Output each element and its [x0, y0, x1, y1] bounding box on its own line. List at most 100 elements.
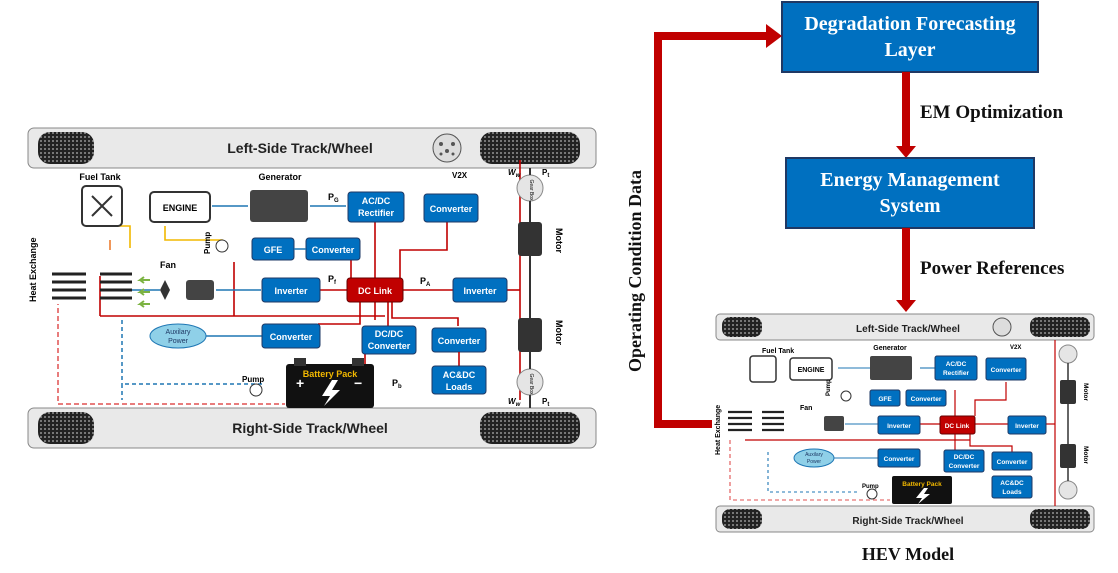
svg-text:Heat Exchange: Heat Exchange — [715, 405, 722, 455]
generator-icon — [250, 190, 308, 222]
heat-exchanger-icon — [52, 270, 86, 304]
arrow-shaft — [902, 72, 910, 148]
pump-label-bottom: Pump — [242, 375, 264, 384]
wheel-tread-icon — [480, 132, 580, 164]
svg-text:Gear Box: Gear Box — [528, 373, 534, 395]
svg-text:Converter: Converter — [438, 336, 481, 346]
converter-box-v2x: Converter — [423, 193, 479, 223]
converter-box-gfe: Converter — [305, 237, 361, 261]
auxiliary-power-ellipse: Auxilary Power — [149, 323, 207, 349]
svg-text:Loads: Loads — [1002, 489, 1022, 496]
feedback-loop-line — [654, 32, 768, 428]
pump-icon — [215, 239, 229, 253]
pump-label: Pump — [203, 232, 212, 254]
motor-icon — [518, 318, 542, 352]
coolant-dashed-line — [121, 383, 262, 400]
svg-text:Right-Side Track/Wheel: Right-Side Track/Wheel — [852, 516, 963, 527]
svg-text:−: − — [354, 375, 362, 391]
svg-text:Generator: Generator — [873, 345, 907, 352]
arrow-shaft — [902, 228, 910, 302]
operating-condition-label: Operating Condition Data — [625, 170, 645, 372]
svg-text:AC&DC: AC&DC — [1000, 480, 1024, 487]
arrow-right-icon — [766, 24, 782, 48]
v2x-label: V2X — [452, 171, 468, 180]
svg-text:Converter: Converter — [884, 456, 915, 463]
svg-text:V2X: V2X — [1010, 345, 1021, 351]
degradation-forecasting-box: Degradation Forecasting Layer — [781, 1, 1039, 73]
fan-motor-icon — [186, 280, 214, 300]
svg-text:Inverter: Inverter — [274, 286, 308, 296]
inverter-box-motor: Inverter — [452, 277, 508, 303]
svg-text:Inverter: Inverter — [1015, 423, 1039, 430]
pg-label: PG — [328, 192, 339, 204]
energy-management-system-box: Energy Management System — [785, 157, 1035, 229]
em-optimization-label: EM Optimization — [920, 102, 1063, 123]
svg-text:DC/DC: DC/DC — [954, 454, 975, 461]
svg-text:Motor: Motor — [1082, 383, 1089, 402]
left-track-label: Left-Side Track/Wheel — [227, 140, 372, 156]
generator-label: Generator — [258, 172, 302, 182]
svg-text:Rectifier: Rectifier — [358, 208, 395, 218]
wheel-tread-icon — [480, 412, 580, 444]
svg-text:Converter: Converter — [949, 463, 980, 470]
svg-text:Pump: Pump — [862, 484, 879, 490]
motor-label: Motor — [554, 228, 564, 253]
svg-text:Fan: Fan — [800, 405, 812, 412]
svg-text:Rectifier: Rectifier — [943, 370, 969, 377]
svg-text:Fuel Tank: Fuel Tank — [762, 348, 794, 355]
svg-text:Motor: Motor — [1082, 446, 1089, 465]
ac-dc-rectifier-box: AC/DC Rectifier — [347, 191, 405, 223]
svg-text:AC/DC: AC/DC — [946, 361, 967, 368]
right-track-label: Right-Side Track/Wheel — [232, 420, 388, 436]
svg-text:Converter: Converter — [430, 204, 473, 214]
hev-model-caption: HEV Model — [862, 544, 954, 564]
hev-diagram-large: Left-Side Track/Wheel Right-Side Track/W… — [27, 127, 597, 449]
wheel-tread-icon — [38, 412, 94, 444]
svg-text:Layer: Layer — [884, 39, 935, 61]
pb-label: Pb — [392, 378, 402, 390]
motor-icon — [518, 222, 542, 256]
converter-box-aux: Converter — [261, 323, 321, 349]
airflow-arrows — [137, 276, 150, 308]
svg-text:Inverter: Inverter — [463, 286, 497, 296]
svg-text:Converter: Converter — [997, 459, 1028, 466]
gear-box-icon: Gear Box — [516, 368, 544, 396]
heat-exchanger-icon — [100, 272, 132, 300]
svg-text:Converter: Converter — [911, 396, 942, 403]
heat-exchange-label: Heat Exchange — [28, 237, 38, 302]
dcdc-converter-box: DC/DC Converter — [361, 325, 417, 355]
pt-label: Pt — [542, 168, 549, 179]
gear-box-icon: Gear Box — [516, 174, 544, 202]
svg-text:GFE: GFE — [264, 245, 283, 255]
svg-text:Auxilary: Auxilary — [166, 329, 191, 336]
svg-text:Gear Box: Gear Box — [528, 179, 534, 201]
svg-text:DC Link: DC Link — [945, 423, 970, 430]
svg-text:System: System — [879, 195, 940, 217]
svg-text:Left-Side Track/Wheel: Left-Side Track/Wheel — [856, 324, 960, 335]
svg-text:DC Link: DC Link — [358, 286, 393, 296]
svg-text:AC/DC: AC/DC — [362, 196, 391, 206]
svg-text:ENGINE: ENGINE — [798, 367, 825, 374]
svg-text:Battery Pack: Battery Pack — [902, 481, 942, 488]
pa-label: PA — [420, 276, 431, 288]
heat-dashed-line — [57, 300, 285, 405]
fan-icon — [160, 280, 170, 300]
svg-text:Converter: Converter — [991, 367, 1022, 374]
fuel-line — [110, 225, 131, 248]
svg-text:Converter: Converter — [270, 332, 313, 342]
arrow-down-icon — [896, 300, 916, 312]
svg-text:DC/DC: DC/DC — [375, 329, 404, 339]
svg-text:Auxilary: Auxilary — [805, 452, 823, 458]
power-references-label: Power References — [920, 258, 1064, 279]
dc-link-box: DC Link — [346, 277, 404, 303]
svg-text:GFE: GFE — [878, 396, 892, 403]
svg-text:Converter: Converter — [368, 341, 411, 351]
wheel-tread-icon — [38, 132, 94, 164]
engine-label: ENGINE — [163, 203, 198, 213]
engine-icon — [149, 191, 211, 223]
inverter-box-fan: Inverter — [261, 277, 321, 303]
pump-icon — [249, 383, 263, 397]
svg-text:Battery Pack: Battery Pack — [303, 369, 359, 379]
ww-label: Ww — [508, 397, 521, 408]
